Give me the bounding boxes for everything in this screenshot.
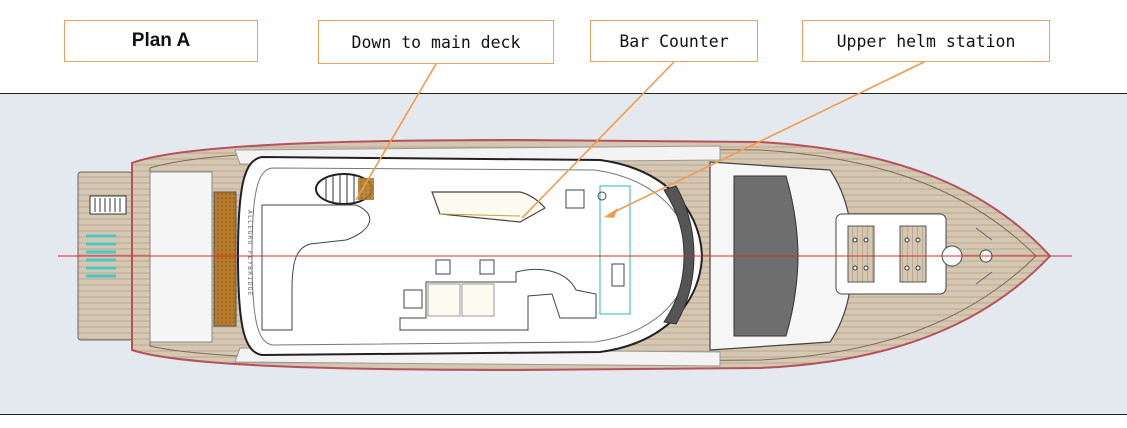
swim-ladder [86,234,116,278]
platform-grille [94,198,121,212]
callout-bar-counter: Bar Counter [590,20,758,62]
helm-seat [565,189,585,209]
aft-seating [261,204,371,331]
callout-down-to-main-deck: Down to main deck [318,20,554,64]
stair-treads [325,175,362,203]
dinette-cushion-1 [427,283,461,317]
dinette-seat [399,269,597,331]
callout-upper-helm-station: Upper helm station [802,20,1050,62]
windscreen [663,185,695,325]
leader-arrowhead [604,208,618,218]
stern-cockpit [149,171,213,343]
helm-wheel [597,191,607,201]
flybridge-inner [251,167,691,346]
platform-hatch [89,195,127,215]
hull-lettering: ALLEGRO FLYBRIDGE [246,210,253,297]
helm-console [599,185,631,315]
dinette-cushion-2 [461,283,495,317]
cockpit-sofa [213,191,237,327]
plan-title: Plan A [64,20,258,62]
leader-lines [355,61,925,219]
dinette-stools [403,259,495,309]
